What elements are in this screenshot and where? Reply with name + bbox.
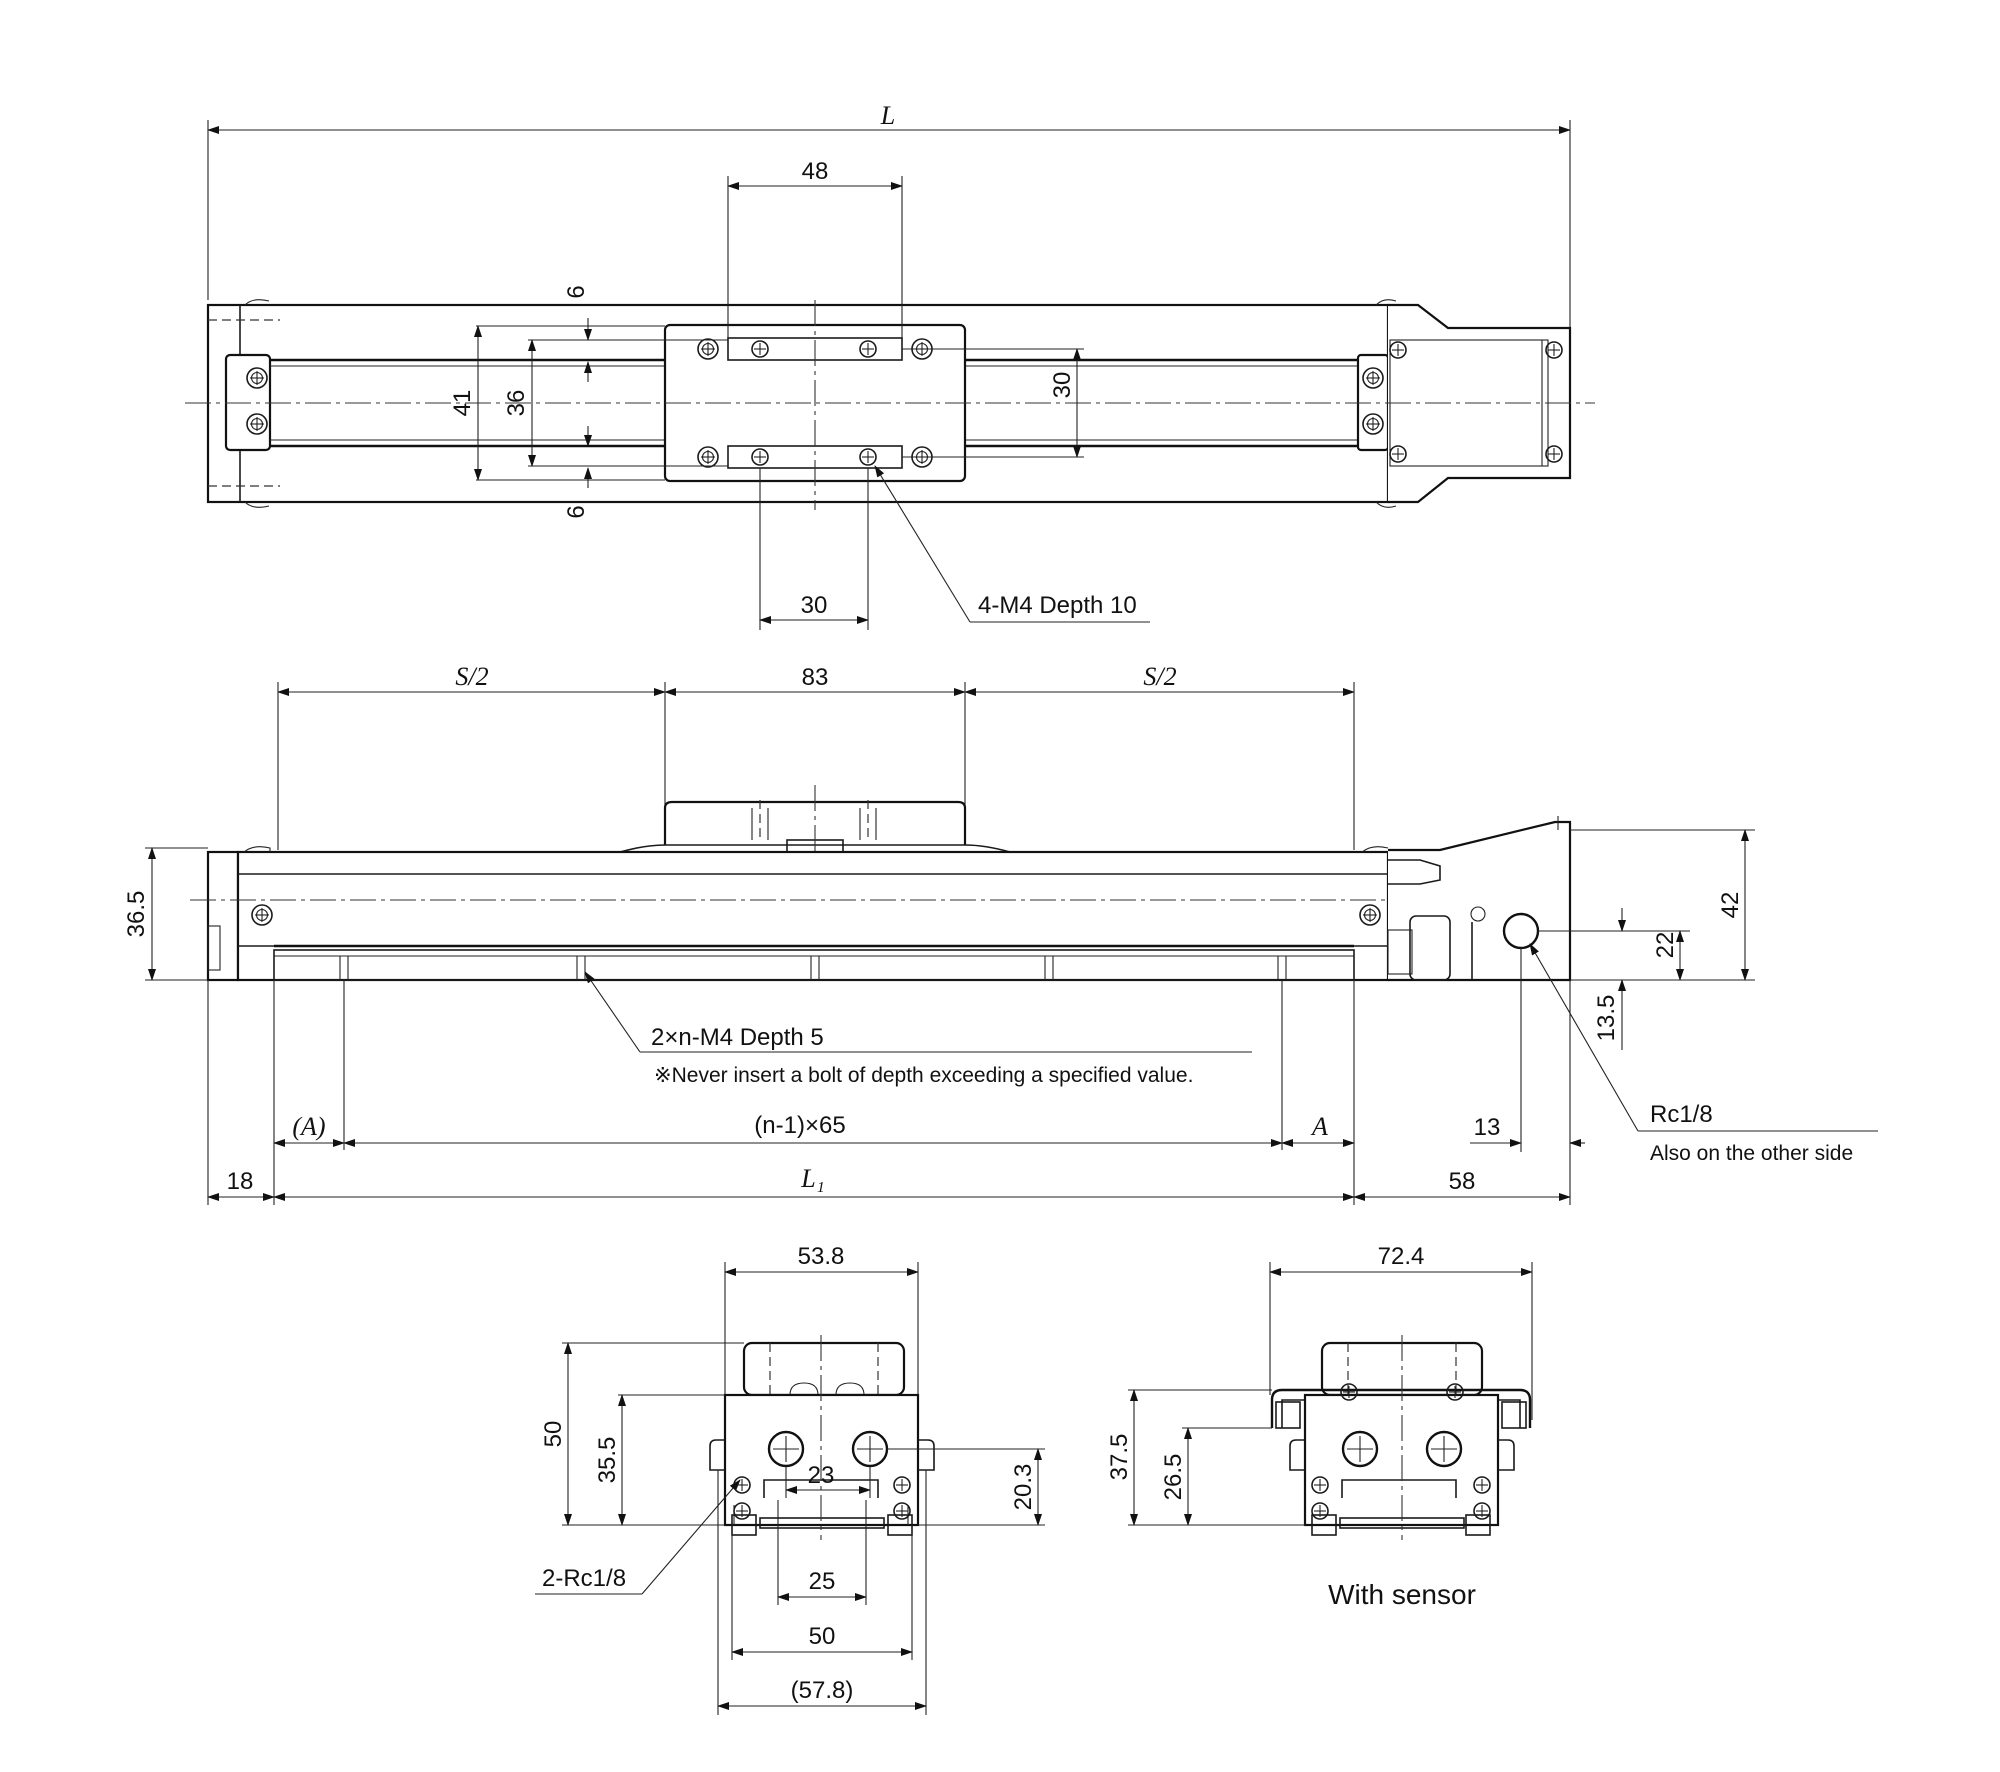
- dim-22: 22: [1652, 932, 1679, 959]
- screw-icon: [1389, 445, 1407, 463]
- screw-icon: [1311, 1476, 1329, 1494]
- dim-30-horizontal: 30: [801, 592, 828, 619]
- dim-23: 23: [808, 1462, 835, 1489]
- dim-a: A: [1310, 1112, 1328, 1141]
- dim-6-top: 6: [563, 285, 590, 298]
- dim-18: 18: [227, 1168, 254, 1195]
- dim-pitch: (n-1)×65: [754, 1112, 845, 1139]
- with-sensor-caption: With sensor: [1328, 1579, 1476, 1610]
- callout-rc1-8: Rc1/8: [1650, 1101, 1713, 1128]
- callout-4-m4: 4-M4 Depth 10: [978, 592, 1137, 619]
- bolt-icon: [1359, 904, 1381, 926]
- bolt-icon: [697, 338, 719, 360]
- dim-36-5: 36.5: [123, 891, 150, 938]
- bolt-icon: [1362, 413, 1384, 435]
- dim-48: 48: [802, 158, 829, 185]
- callout-rc1-8-note: Also on the other side: [1650, 1142, 1853, 1165]
- dim-83: 83: [802, 664, 829, 691]
- bolt-icon: [246, 367, 268, 389]
- bolt-icon: [251, 904, 273, 926]
- dim-57-8: (57.8): [791, 1677, 854, 1704]
- screw-icon: [1473, 1502, 1491, 1520]
- top-view: L: [185, 101, 1595, 630]
- side-view: S/2 83 S/2: [123, 662, 1878, 1205]
- bolt-icon: [246, 413, 268, 435]
- dim-13-5: 13.5: [1593, 995, 1620, 1042]
- screw-icon: [1545, 445, 1563, 463]
- dim-72-4: 72.4: [1378, 1243, 1425, 1270]
- end-view: 53.8 50 35.5: [535, 1243, 1045, 1715]
- bolt-icon: [697, 446, 719, 468]
- dim-L: L: [880, 101, 895, 130]
- dim-30-vertical: 30: [1049, 372, 1076, 399]
- screw-icon: [1545, 341, 1563, 359]
- screw-icon: [1473, 1476, 1491, 1494]
- dim-s2-left: S/2: [455, 662, 488, 691]
- screw-icon: [733, 1502, 751, 1520]
- dim-25: 25: [809, 1568, 836, 1595]
- sensor-view: 72.4 37.5: [1106, 1243, 1533, 1610]
- dim-35-5: 35.5: [594, 1437, 621, 1484]
- tapped-hole-icon: [859, 448, 877, 466]
- screw-icon: [1446, 1383, 1464, 1401]
- dim-l1: L₁: [800, 1164, 825, 1193]
- screw-icon: [893, 1476, 911, 1494]
- callout-2xn-m4: 2×n-M4 Depth 5: [651, 1024, 824, 1051]
- tapped-hole-icon: [859, 340, 877, 358]
- warning-note: ※Never insert a bolt of depth exceeding …: [654, 1064, 1193, 1087]
- screw-icon: [1311, 1502, 1329, 1520]
- callout-2-rc1-8: 2-Rc1/8: [542, 1565, 626, 1592]
- dim-53-8: 53.8: [798, 1243, 845, 1270]
- dim-58: 58: [1449, 1168, 1476, 1195]
- dim-13: 13: [1474, 1114, 1501, 1141]
- dim-36: 36: [503, 390, 530, 417]
- screw-icon: [893, 1502, 911, 1520]
- dim-41: 41: [449, 390, 476, 417]
- dim-50-horizontal: 50: [809, 1623, 836, 1650]
- tapped-hole-icon: [751, 448, 769, 466]
- dim-42: 42: [1717, 892, 1744, 919]
- dim-50-vertical: 50: [540, 1421, 567, 1448]
- screw-icon: [1389, 341, 1407, 359]
- dim-s2-right: S/2: [1143, 662, 1176, 691]
- dim-6-bottom: 6: [563, 505, 590, 518]
- tapped-hole-icon: [751, 340, 769, 358]
- dim-37-5: 37.5: [1106, 1434, 1133, 1481]
- screw-icon: [1340, 1383, 1358, 1401]
- dim-20-3: 20.3: [1010, 1464, 1037, 1511]
- dim-a-paren: (A): [292, 1112, 325, 1141]
- bolt-icon: [1362, 367, 1384, 389]
- dim-26-5: 26.5: [1160, 1454, 1187, 1501]
